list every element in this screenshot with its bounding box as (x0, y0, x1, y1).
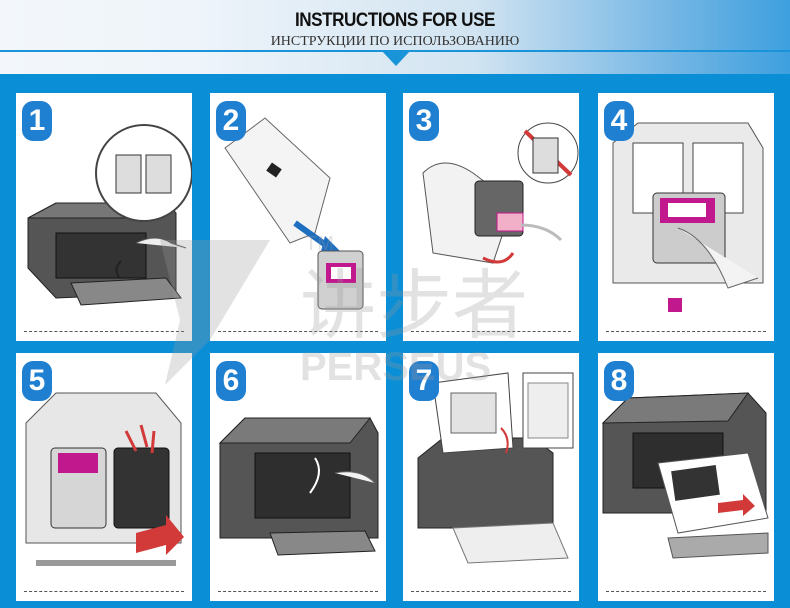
close-door-illustration (218, 417, 379, 556)
step-number-badge: 5 (22, 361, 52, 401)
printer-open-door-illustration (27, 124, 192, 306)
dashed-divider (24, 591, 184, 592)
alignment-scan-illustration (417, 372, 574, 564)
remove-tape-illustration (422, 122, 579, 264)
dashed-divider (24, 331, 184, 332)
step-panel-7: 7 (403, 353, 579, 601)
step-number-badge: 3 (409, 101, 439, 141)
dashed-divider (411, 331, 571, 332)
step-number-badge: 1 (22, 101, 52, 141)
step-panel-2: 2 (210, 93, 386, 341)
step-panel-1: 1 (16, 93, 192, 341)
print-page-illustration (601, 392, 769, 559)
step-panel-4: 4 (598, 93, 774, 341)
header-notch (381, 50, 411, 66)
title-en: INSTRUCTIONS FOR USE (294, 10, 495, 31)
dashed-divider (218, 331, 378, 332)
title-ru: ИНСТРУКЦИИ ПО ИСПОЛЬЗОВАНИЮ (270, 34, 520, 49)
step-number-badge: 6 (216, 361, 246, 401)
dashed-divider (606, 331, 766, 332)
step-panel-8: 8 (598, 353, 774, 601)
dashed-divider (218, 591, 378, 592)
step-panel-6: 6 (210, 353, 386, 601)
step-panel-3: 3 (403, 93, 579, 341)
step-number-badge: 7 (409, 361, 439, 401)
step-number-badge: 2 (216, 101, 246, 141)
dashed-divider (411, 591, 571, 592)
step-number-badge: 8 (604, 361, 634, 401)
snap-cartridge-illustration (25, 392, 184, 566)
dashed-divider (606, 591, 766, 592)
header-bar: INSTRUCTIONS FOR USE ИНСТРУКЦИИ ПО ИСПОЛ… (0, 0, 790, 74)
insert-cartridge-illustration (612, 122, 764, 312)
cartridge-unpack-illustration (224, 117, 364, 310)
step-panel-5: 5 (16, 353, 192, 601)
step-number-badge: 4 (604, 101, 634, 141)
